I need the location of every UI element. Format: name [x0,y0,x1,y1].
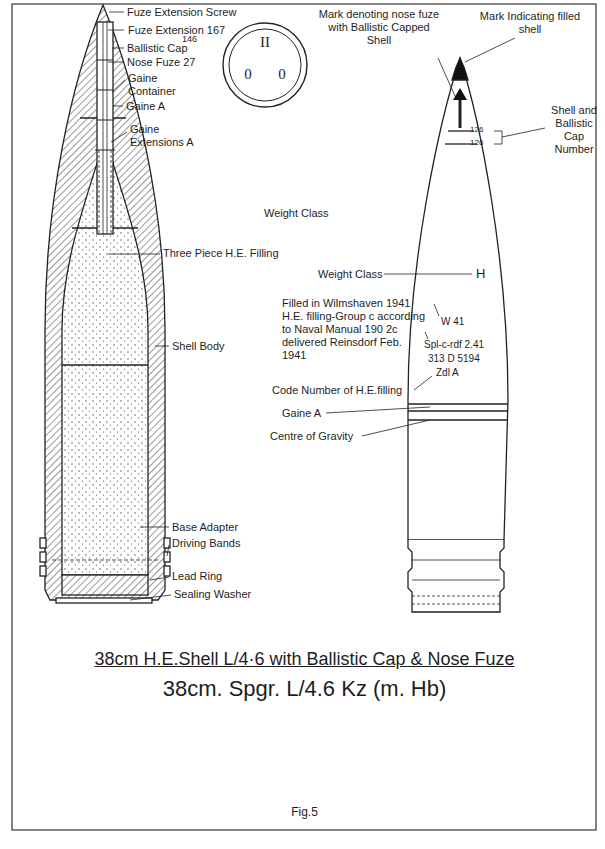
part-label: Gaine A [282,407,321,420]
part-label: Weight Class [318,268,383,281]
part-label: Fuze Extension Screw [127,6,236,19]
part-label: 126 [470,125,483,135]
part-label: 313 D 5194 [428,353,480,365]
part-label: Code Number of H.E.filling [272,384,402,397]
part-label: Zdl A [436,367,459,379]
part-label: Shell Body [172,340,225,353]
part-label: H [476,266,485,282]
weight-class-disc: II 0 0 [222,22,308,108]
shell-exterior [408,58,508,612]
part-label: H.E. filling-Group c according to Naval … [282,310,427,362]
disc-mark: II [260,34,270,50]
part-label: Fuze Extension 167 [128,24,225,37]
part-label: Sealing Washer [174,588,251,601]
part-label: Gaine Extensions A [130,123,202,149]
part-label: Ballistic Cap [127,42,188,55]
part-label: Lead Ring [172,570,222,583]
disc-mark: 0 [278,66,286,82]
part-label: Mark Indicating filled shell [470,10,590,36]
part-label: Shell and Ballistic Cap Number [548,104,600,156]
part-label: 126 [470,138,483,148]
disc-mark: 0 [244,66,252,82]
part-label: Centre of Gravity [270,430,353,443]
part-label: Spl-c-rdf 2.41 [424,339,484,351]
figure-caption: Fig.5 [2,806,605,819]
part-label: Weight Class [264,207,329,220]
part-label: Gaine A [126,100,165,113]
part-label: W 41 [441,316,464,328]
part-label: Driving Bands [172,537,240,550]
part-label: Nose Fuze 27 [127,56,195,69]
part-label: Gaine Container [128,72,188,98]
part-label: Base Adapter [172,521,238,534]
part-label: Mark denoting nose fuze with Ballistic C… [318,8,440,47]
leader-lines [326,38,545,436]
page-frame [12,4,596,830]
german-designation: 38cm. Spgr. L/4.6 Kz (m. Hb) [2,676,605,702]
part-label: Three Piece H.E. Filling [163,247,279,260]
leader-lines [108,12,171,600]
figure-title: 38cm H.E.Shell L/4·6 with Ballistic Cap … [2,648,605,670]
part-label: Filled in Wilmshaven 1941 [282,297,410,310]
